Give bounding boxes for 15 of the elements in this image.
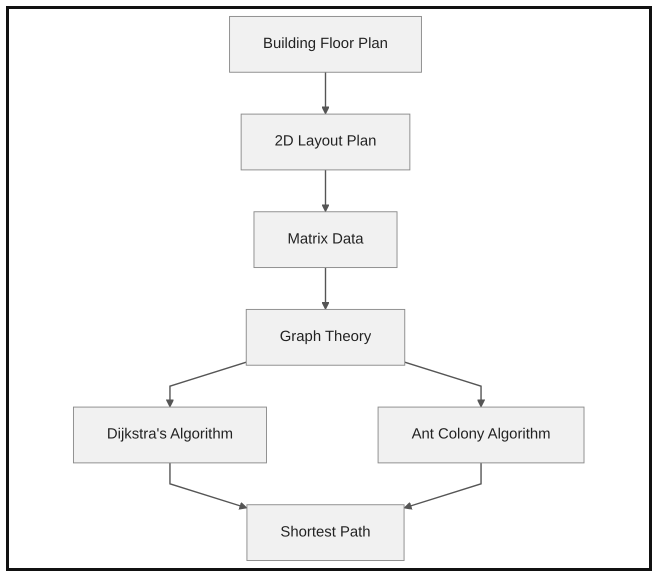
diagram-frame: Building Floor Plan 2D Layout Plan Matrix Data Graph Theory Dijkstra's Algorithm Ant Colony Algorithm Shortest Path — [6, 6, 652, 571]
node-box — [240, 114, 411, 170]
arrow — [322, 268, 330, 310]
node-box — [254, 211, 398, 268]
node-box — [246, 308, 406, 366]
node-box — [229, 16, 422, 73]
arrow — [322, 72, 330, 114]
node-box — [378, 406, 585, 464]
node-box — [246, 504, 405, 561]
arrow — [404, 462, 482, 510]
arrow — [166, 362, 247, 408]
node-box — [73, 406, 268, 464]
arrow — [322, 170, 330, 212]
arrow — [404, 362, 486, 408]
arrow — [170, 462, 248, 510]
